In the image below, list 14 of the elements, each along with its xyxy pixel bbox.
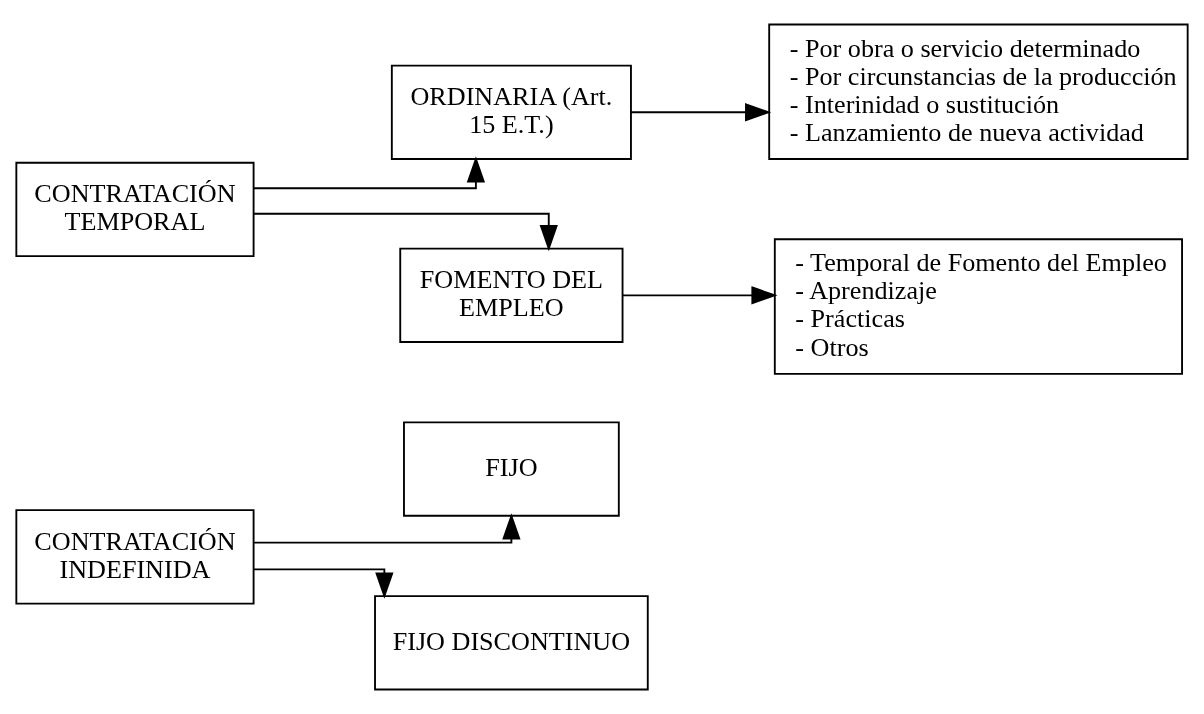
arrow (253, 513, 521, 544)
node-box: FOMENTO DEL EMPLEO (399, 247, 624, 343)
node-box: FIJO DISCONTINUO (374, 595, 649, 691)
arrow (252, 156, 486, 190)
node-box: - Por obra o servicio determinado - Por circunstancias de la producción - Interinidad o sustitución - Lanzamiento de nueva actividad (768, 23, 1189, 160)
arrow (252, 568, 394, 599)
arrow (630, 103, 772, 122)
arrow (621, 286, 778, 305)
node-box: - Temporal de Fomento del Empleo - Aprendizaje - Prácticas - Otros (773, 238, 1183, 375)
node-box: CONTRATACIÓN INDEFINIDA (15, 509, 255, 605)
node-box: FIJO (403, 421, 620, 517)
node-box: ORDINARIA (Art. 15 E.T.) (390, 64, 632, 160)
node-box: CONTRATACIÓN TEMPORAL (15, 161, 255, 258)
arrow (253, 212, 558, 252)
